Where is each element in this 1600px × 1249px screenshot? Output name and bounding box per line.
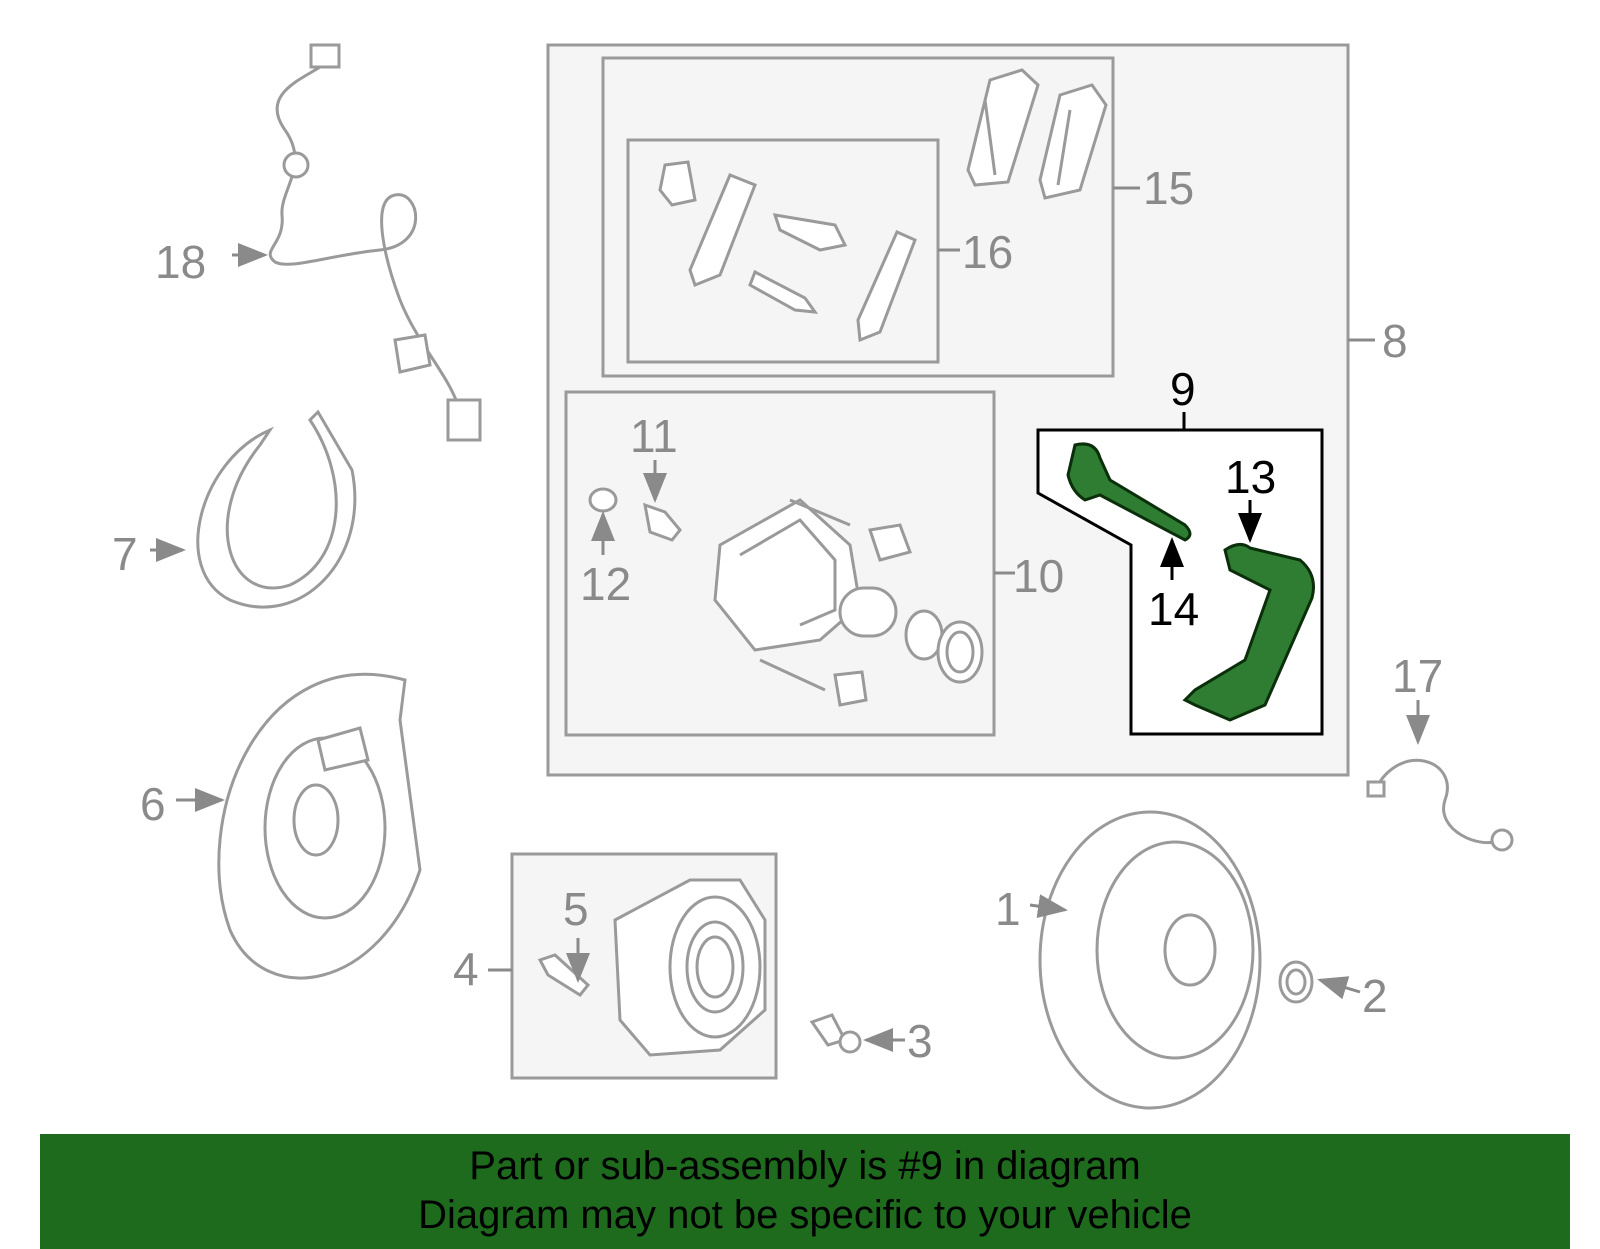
- banner-line-2: Diagram may not be specific to your vehi…: [418, 1193, 1192, 1237]
- callout-17: 17: [1392, 650, 1443, 702]
- abs-wheel-sensor-front: [268, 43, 482, 442]
- abs-wheel-sensor-rear: [1366, 759, 1514, 852]
- backing-plate: [217, 672, 422, 980]
- pad-hardware-clips: [658, 160, 917, 343]
- brake-rotor: [1038, 810, 1262, 1110]
- callout-2: 2: [1362, 970, 1388, 1022]
- brake-parts-diagram: 18 7 6 15 16 8 11 12 10 9 13 14 17 5 4 1…: [112, 43, 1514, 1110]
- brake-pads: [966, 68, 1108, 200]
- caliper-body: [713, 498, 984, 707]
- caliper-bracket-highlighted: [1066, 442, 1315, 722]
- callout-3: 3: [907, 1015, 933, 1067]
- callout-12: 12: [580, 558, 631, 610]
- callout-16: 16: [962, 226, 1013, 278]
- callout-9: 9: [1170, 363, 1196, 415]
- callout-8: 8: [1382, 315, 1408, 367]
- callout-5: 5: [563, 883, 589, 935]
- callout-18: 18: [155, 236, 206, 288]
- hub-bolt: [537, 953, 591, 997]
- hub-cap: [1278, 960, 1314, 1004]
- wheel-hub-bearing: [613, 878, 767, 1057]
- callout-13: 13: [1225, 451, 1276, 503]
- parking-brake-shoe: [196, 409, 357, 609]
- callout-11: 11: [630, 410, 678, 462]
- leader-lines: [150, 186, 1430, 1052]
- info-banner: Part or sub-assembly is #9 in diagram Di…: [40, 1134, 1570, 1249]
- callout-4: 4: [453, 943, 479, 995]
- callout-14: 14: [1148, 583, 1199, 635]
- callout-1: 1: [995, 883, 1021, 935]
- callout-7: 7: [112, 528, 138, 580]
- rotor-screw: [809, 1013, 862, 1054]
- callout-15: 15: [1143, 162, 1194, 214]
- callout-6: 6: [140, 778, 166, 830]
- callout-10: 10: [1013, 550, 1064, 602]
- banner-line-1: Part or sub-assembly is #9 in diagram: [469, 1144, 1141, 1188]
- leader-lines-highlight: [1160, 412, 1262, 580]
- bleeder-screw-and-cap: [588, 487, 682, 542]
